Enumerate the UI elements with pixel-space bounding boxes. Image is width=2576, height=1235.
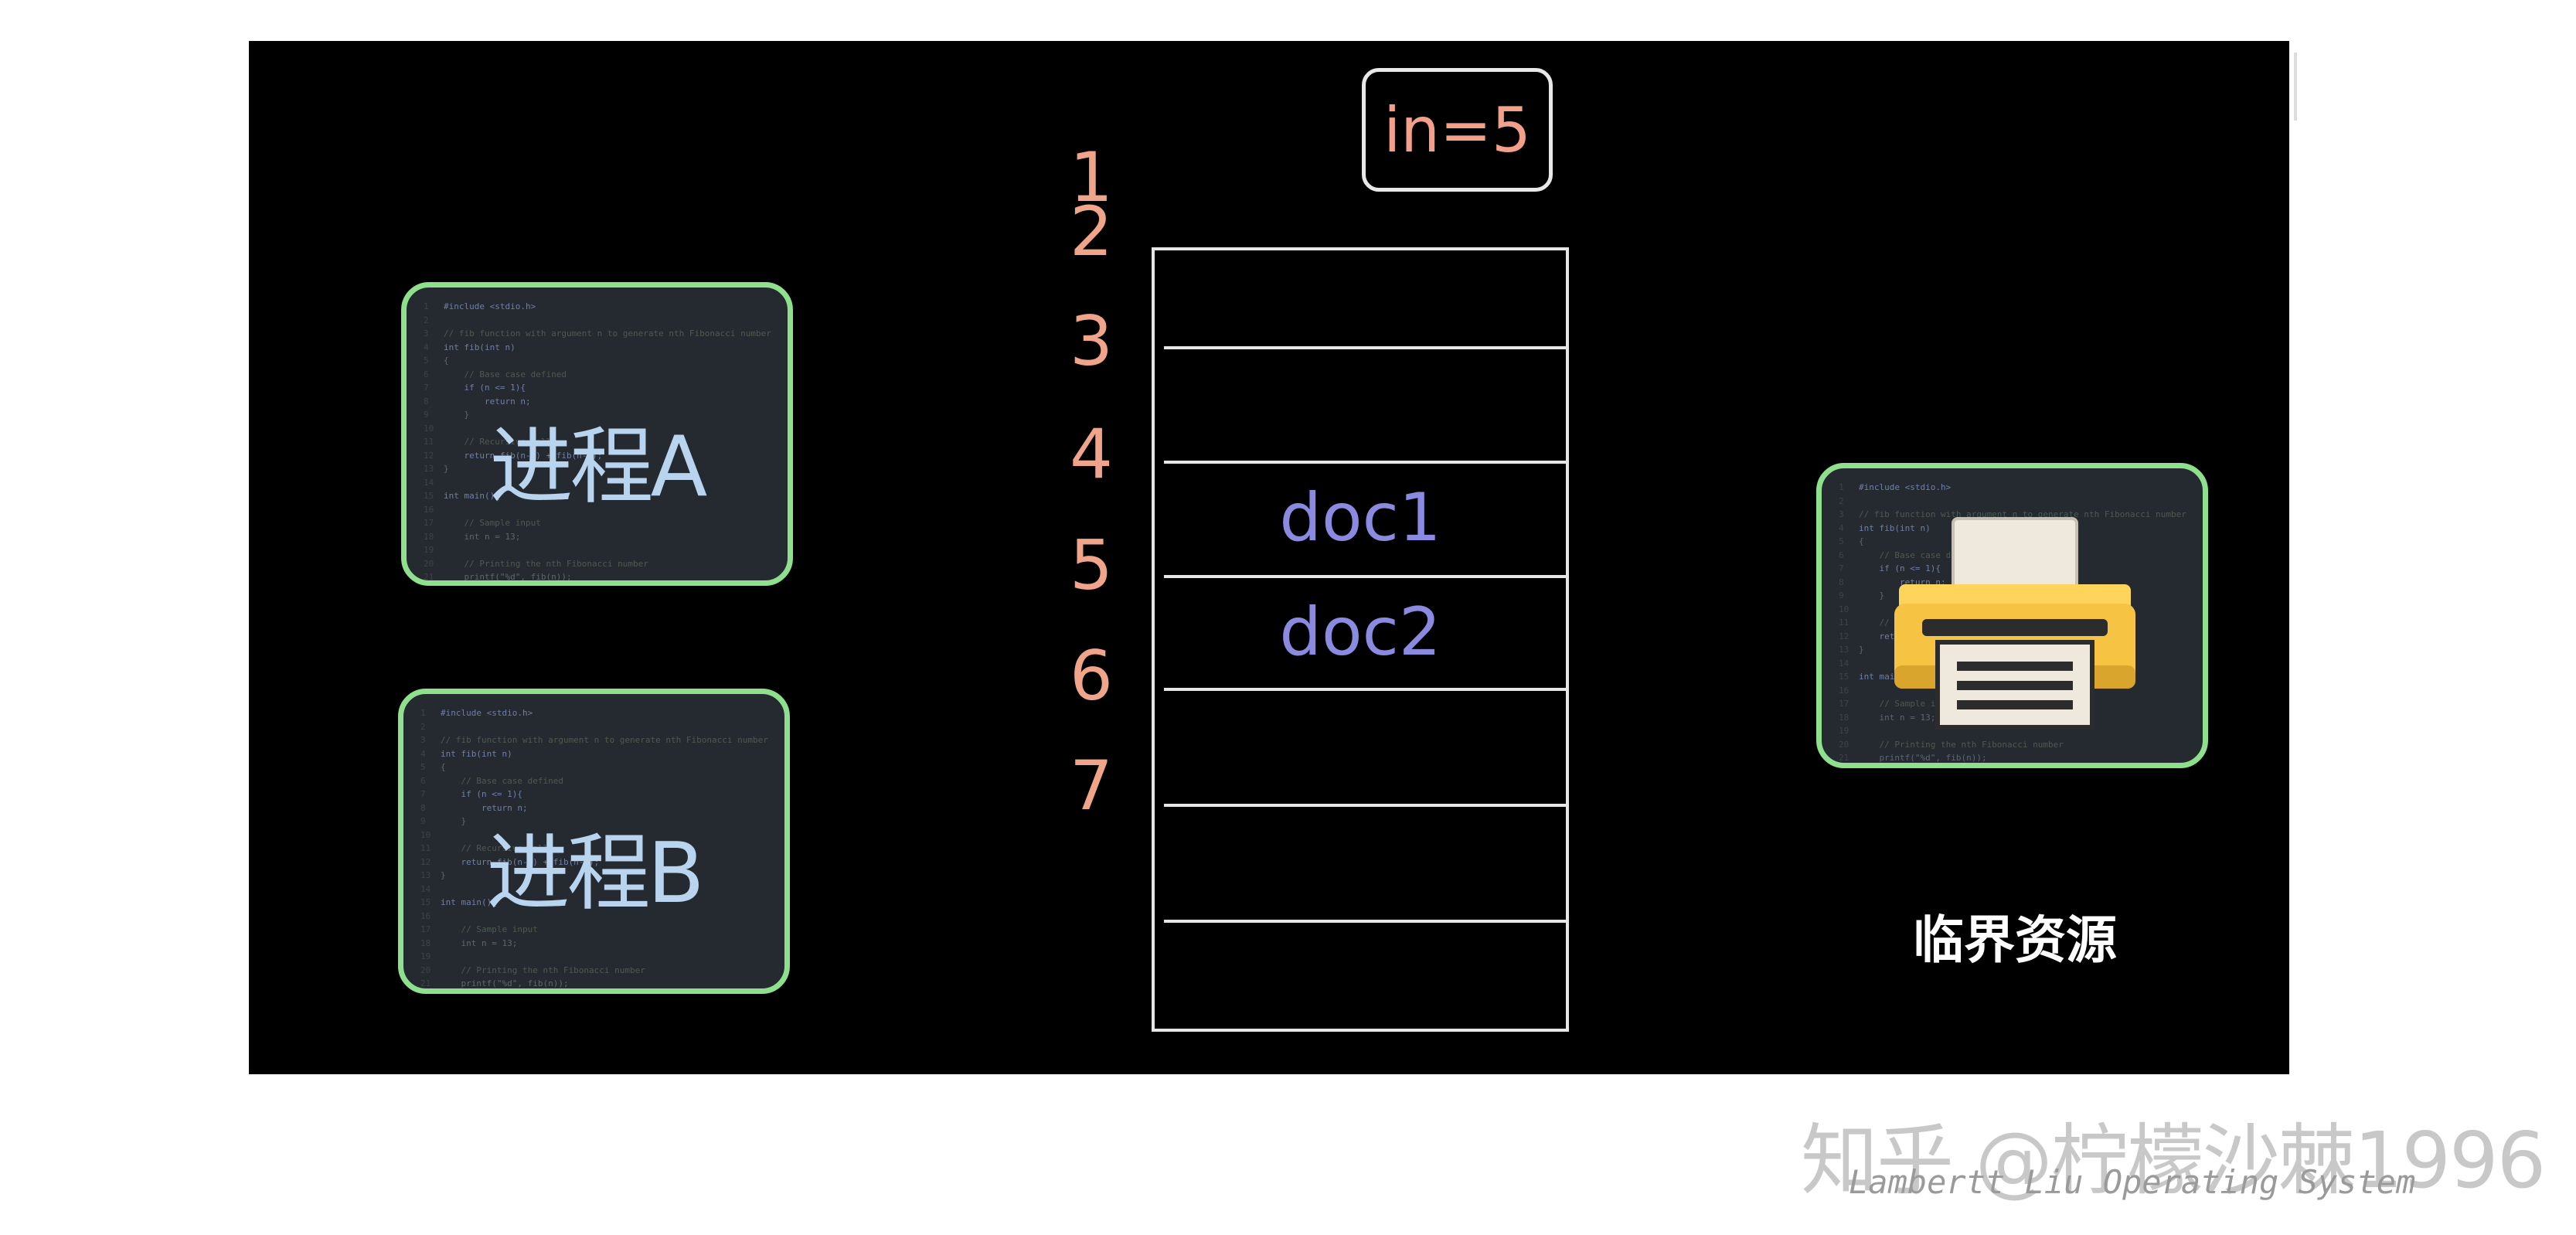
code-line: 20 // Printing the nth Fibonacci number xyxy=(1839,739,2064,750)
code-line: 10 xyxy=(1839,604,1849,614)
queue-index: 1 xyxy=(1070,138,1113,217)
code-line: 18 int n = 13; xyxy=(424,531,521,542)
printer-icon xyxy=(1894,517,2135,730)
code-line: 7 if (n <= 1){ xyxy=(1839,563,1941,573)
code-line: 5{ xyxy=(420,762,446,772)
code-line: 16 xyxy=(420,910,431,921)
code-line: 10 xyxy=(424,423,434,434)
watermark-subtitle: Lambertt Liu Operating System xyxy=(1849,1163,2416,1201)
code-line: 22} xyxy=(1839,765,2195,769)
queue-index: 5 xyxy=(1070,526,1113,605)
code-line: 5{ xyxy=(1839,536,1864,546)
code-line: 14 xyxy=(420,883,431,894)
code-line: 12 return fib(n-1) + fib(n-2); xyxy=(420,856,600,867)
code-line: 6 // Base case defined xyxy=(420,775,563,786)
code-line: 16 xyxy=(1839,685,1849,696)
code-line: 14 xyxy=(1839,658,1849,669)
code-line: 7 if (n <= 1){ xyxy=(420,789,522,799)
process-b-label: 进程B xyxy=(486,825,704,922)
code-line: 21 printf("%d", fib(n)); xyxy=(1839,753,1987,763)
code-line: 14 xyxy=(424,477,434,488)
code-line: 22} xyxy=(420,991,777,995)
queue-index: 2 xyxy=(1070,192,1113,271)
slot-divider xyxy=(1164,688,1566,691)
code-line: 19 xyxy=(420,951,431,961)
spooler-queue: doc1 doc2 xyxy=(1152,247,1569,1032)
code-line: 1#include <stdio.h> xyxy=(420,708,533,718)
process-a-card: 1#include <stdio.h> 2 3// fib function wit… xyxy=(401,282,793,586)
code-line: 22} xyxy=(424,584,780,587)
watermark-site: 知乎 @柠檬沙棘1996 xyxy=(1801,1115,2546,1206)
code-line: 21 printf("%d", fib(n)); xyxy=(424,572,572,582)
code-line: 17 // Sample input xyxy=(420,924,538,934)
code-line: 8 return n; xyxy=(424,396,531,407)
printer-card: 1#include <stdio.h> 2 3// fib function wit… xyxy=(1816,463,2208,768)
slot-divider xyxy=(1164,461,1566,464)
code-line: 6 // Base case defined xyxy=(424,369,567,379)
code-line: 1#include <stdio.h> xyxy=(1839,482,1952,492)
code-line: 8 return n; xyxy=(420,802,528,813)
code-line: 10 xyxy=(420,829,431,840)
code-line: 9 } xyxy=(1839,590,1885,600)
code-background: 1#include <stdio.h> 2 3// fib function wit… xyxy=(420,706,777,995)
queue-index: 4 xyxy=(1070,414,1113,494)
code-line: 1#include <stdio.h> xyxy=(424,301,536,311)
process-a-label: 进程A xyxy=(489,419,708,515)
critical-resource-label: 临界资源 xyxy=(1913,910,2117,970)
code-line: 11 // Recursive call xyxy=(424,437,552,447)
queue-index: 6 xyxy=(1070,636,1113,716)
code-line: 3// fib function with argument n to gene… xyxy=(424,328,771,339)
process-b-card: 1#include <stdio.h> 2 3// fib function wit… xyxy=(398,689,790,994)
code-line: 17 // Sample input xyxy=(424,518,541,528)
slot-divider xyxy=(1164,346,1566,349)
code-line: 9 } xyxy=(424,410,470,420)
slot-divider xyxy=(1164,804,1566,807)
code-line: 11 // Recursive call xyxy=(420,843,549,853)
diagram-canvas: in=5 1#include <stdio.h> 2 3// fib functio… xyxy=(249,41,2289,1074)
code-line: 19 xyxy=(1839,726,1849,736)
code-line: 13} xyxy=(420,870,446,880)
queue-slot-4: doc2 xyxy=(1279,594,1441,671)
code-line: 21 printf("%d", fib(n)); xyxy=(420,978,569,988)
code-line: 19 xyxy=(424,545,434,555)
code-line: 20 // Printing the nth Fibonacci number xyxy=(420,965,645,975)
code-line: 13} xyxy=(1839,645,1864,655)
code-line: 3// fib function with argument n to gene… xyxy=(1839,509,2186,519)
code-line: 13} xyxy=(424,464,449,474)
code-line: 9 } xyxy=(420,816,467,826)
code-line: 16 xyxy=(424,504,434,515)
code-line: 3// fib function with argument n to gene… xyxy=(420,735,768,745)
code-line: 2 xyxy=(420,721,426,732)
slot-divider xyxy=(1164,575,1566,578)
queue-index: 7 xyxy=(1070,746,1113,825)
slot-divider xyxy=(1164,920,1566,923)
code-line: 18 int n = 13; xyxy=(1839,712,1936,723)
code-line: 20 // Printing the nth Fibonacci number xyxy=(424,558,648,569)
code-line: 2 xyxy=(1839,495,1844,506)
code-background: 1#include <stdio.h> 2 3// fib function wit… xyxy=(424,300,780,587)
queue-slot-3: doc1 xyxy=(1279,479,1441,556)
queue-index: 3 xyxy=(1070,301,1113,381)
in-pointer-label: in=5 xyxy=(1383,94,1531,166)
edge-mark xyxy=(2294,53,2297,121)
code-line: 5{ xyxy=(424,356,449,366)
code-line: 2 xyxy=(424,315,429,325)
in-pointer-box: in=5 xyxy=(1362,68,1553,192)
code-line: 12 return fib(n-1) + fib(n-2); xyxy=(424,450,603,461)
code-line: 18 int n = 13; xyxy=(420,937,518,948)
code-line: 7 if (n <= 1){ xyxy=(424,383,526,393)
